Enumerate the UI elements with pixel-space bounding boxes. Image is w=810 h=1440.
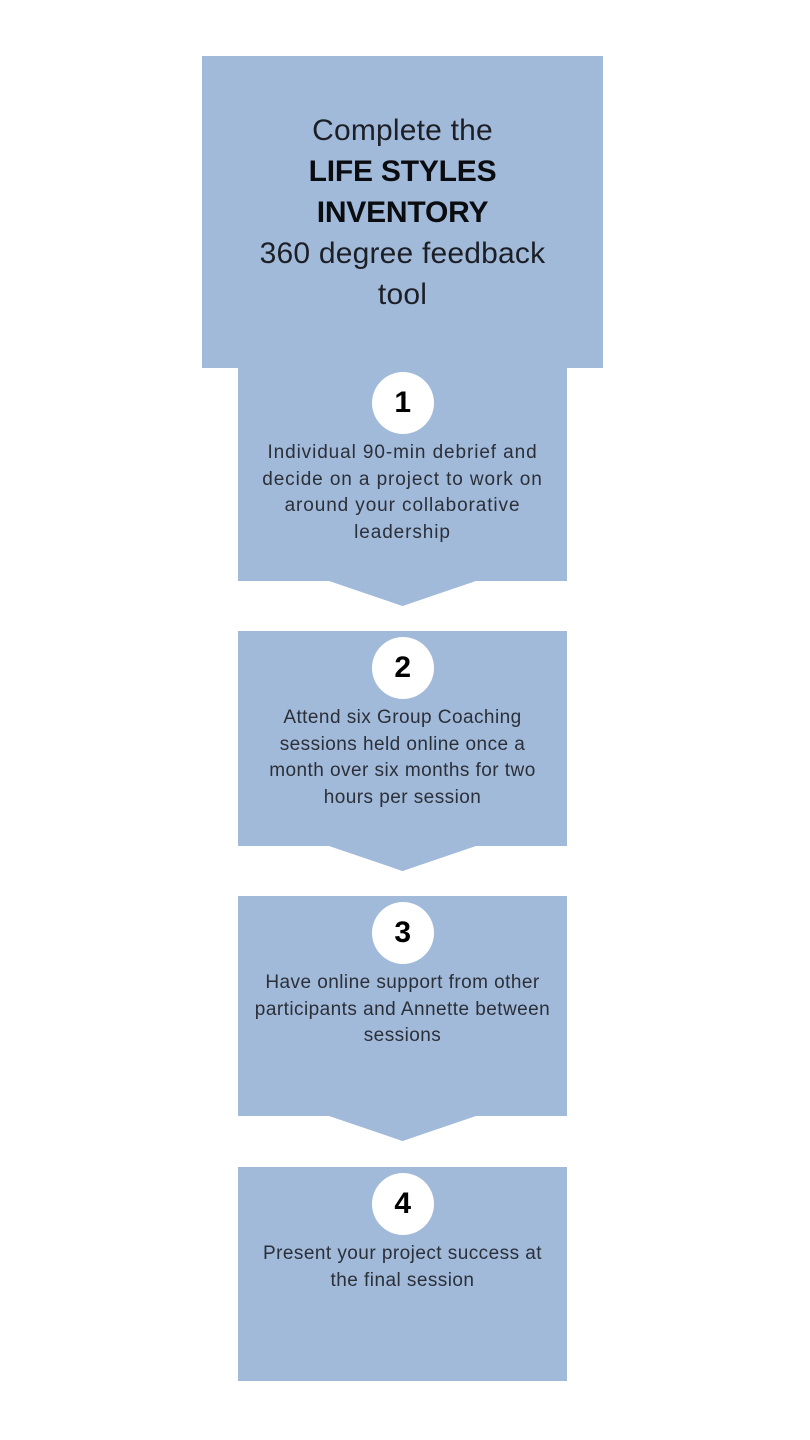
header-line-2: LIFE STYLES INVENTORY: [308, 155, 497, 229]
step-number-badge-2: 2: [371, 637, 434, 699]
header-line-4: tool: [377, 278, 428, 311]
down-arrow-icon: [238, 580, 567, 606]
header-card: Complete the LIFE STYLES INVENTORY 360 d…: [202, 56, 603, 393]
step-text-2: Attend six Group Coaching sessions held …: [269, 707, 536, 808]
header-line-1: Complete the: [312, 114, 493, 147]
step-card-4: 4 Present your project success at the fi…: [238, 1167, 567, 1381]
step-number-badge-4: 4: [371, 1173, 434, 1235]
step-number-2: 2: [394, 651, 411, 684]
step-card-4-body: 4 Present your project success at the fi…: [238, 1167, 567, 1381]
step-card-2-body: 2 Attend six Group Coaching sessions hel…: [238, 631, 567, 845]
step-card-1-arrow: [238, 580, 567, 606]
step-number-badge-1: 1: [371, 372, 434, 434]
down-arrow-icon: [238, 845, 567, 871]
step-card-3-body: 3 Have online support from other partici…: [238, 896, 567, 1115]
step-card-1: 1 Individual 90-min debrief and decide o…: [238, 366, 567, 606]
step-number-badge-3: 3: [371, 902, 434, 964]
header-line-3: 360 degree feedback: [259, 237, 546, 270]
down-arrow-icon: [238, 1115, 567, 1141]
step-card-1-body: 1 Individual 90-min debrief and decide o…: [238, 366, 567, 580]
step-card-2: 2 Attend six Group Coaching sessions hel…: [238, 631, 567, 871]
step-text-1: Individual 90-min debrief and decide on …: [262, 442, 543, 543]
step-number-3: 3: [394, 916, 411, 949]
step-card-2-arrow: [238, 845, 567, 871]
step-text-4: Present your project success at the fina…: [262, 1243, 542, 1291]
header-card-body: Complete the LIFE STYLES INVENTORY 360 d…: [202, 56, 603, 367]
step-number-1: 1: [394, 386, 411, 419]
step-card-3-arrow: [238, 1115, 567, 1141]
step-number-4: 4: [394, 1187, 411, 1220]
step-text-3: Have online support from other participa…: [254, 972, 551, 1046]
step-card-3: 3 Have online support from other partici…: [238, 896, 567, 1141]
